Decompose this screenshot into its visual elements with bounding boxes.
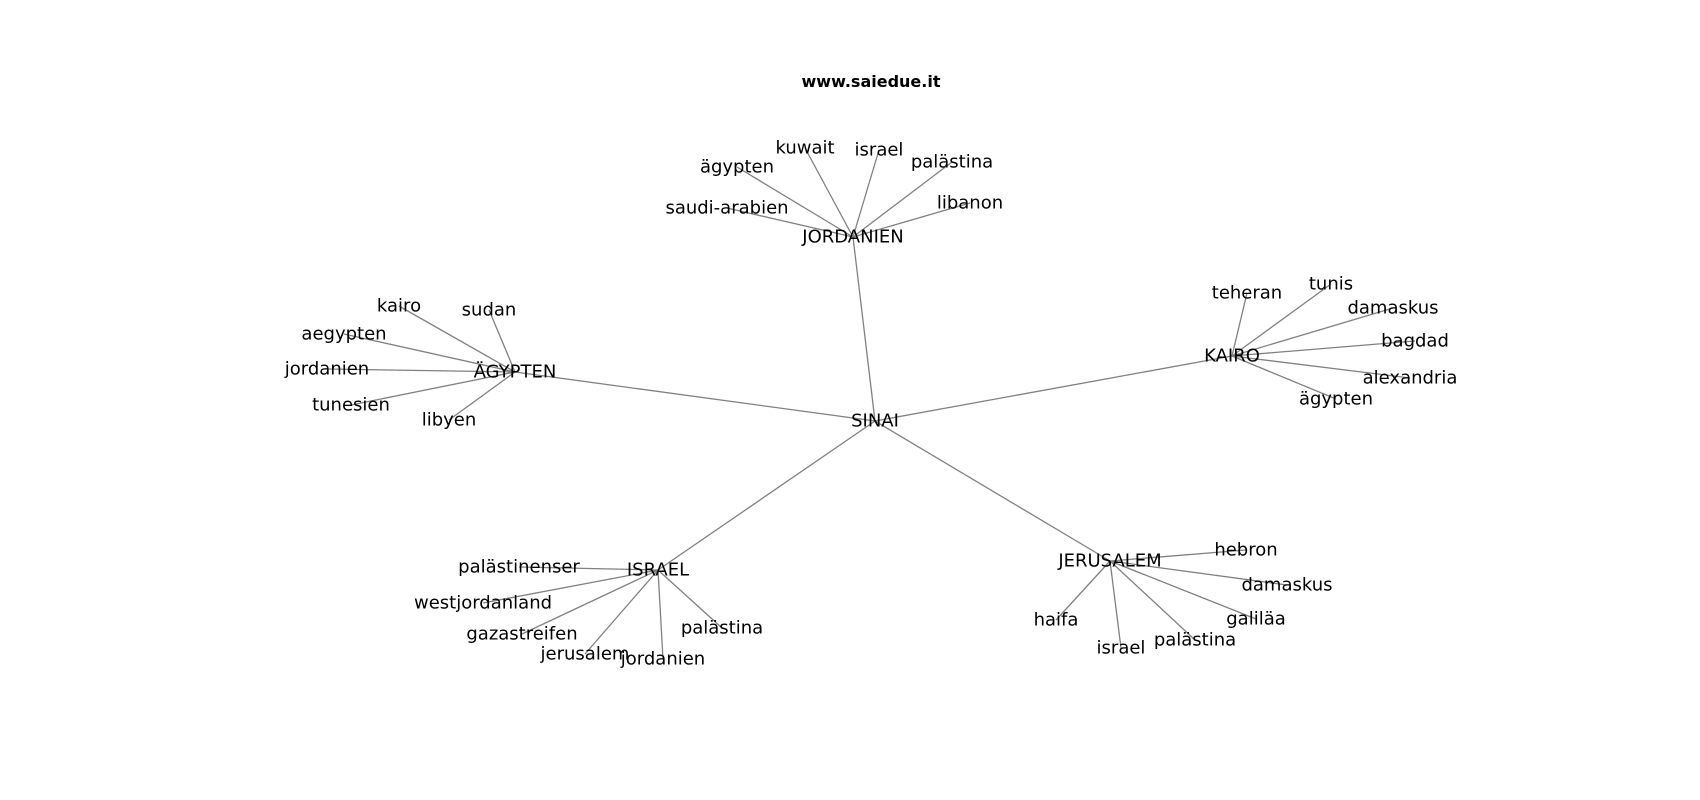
leaf-node-label: bagdad (1381, 331, 1449, 352)
leaf-node-label: jordanien (620, 649, 705, 670)
graph-edges (326, 147, 1416, 660)
edge-center-aegypten (514, 371, 876, 422)
edge-israel-leaf (518, 566, 659, 571)
leaf-node-label: israel (1097, 638, 1146, 659)
leaf-node-label: damaskus (1347, 298, 1438, 319)
hub-node-label: JERUSALEM (1057, 551, 1161, 572)
graph-labels: SINAI JORDANIEN kuwait israel palästina ägypt… (284, 138, 1458, 670)
edge-kairo-leaf (1231, 292, 1248, 357)
edge-jordanien-leaf (804, 147, 854, 238)
leaf-node-label: palästina (1154, 630, 1236, 651)
leaf-node-label: libyen (422, 410, 477, 431)
leaf-node-label: haifa (1034, 610, 1079, 631)
edge-jordanien-leaf (726, 207, 854, 238)
edge-aegypten-leaf (343, 333, 516, 373)
leaf-node-label: ägypten (1299, 389, 1373, 410)
edge-israel-leaf (521, 569, 659, 635)
edge-jerusalem-leaf (1109, 560, 1122, 649)
edge-kairo-leaf (1231, 355, 1337, 400)
edge-kairo-leaf (1231, 355, 1411, 379)
leaf-node-label: westjordanland (414, 593, 552, 614)
leaf-node-label: damaskus (1241, 575, 1332, 596)
leaf-node-label: alexandria (1363, 368, 1458, 389)
leaf-node-label: israel (855, 140, 904, 161)
edge-aegypten-leaf (350, 371, 516, 406)
edge-israel-leaf (657, 569, 723, 629)
hub-node-label: JORDANIEN (801, 227, 903, 248)
edge-jordanien-leaf (852, 149, 880, 238)
edge-jerusalem-leaf (1109, 549, 1247, 562)
edge-aegypten-leaf (326, 368, 516, 373)
leaf-node-label: tunis (1309, 274, 1353, 295)
edge-jerusalem-leaf (1109, 560, 1196, 641)
edge-jerusalem-leaf (1109, 560, 1288, 586)
hub-node-label: ISRAEL (627, 560, 689, 581)
leaf-node-label: libanon (937, 193, 1003, 214)
edge-jordanien-leaf (852, 161, 953, 238)
edge-israel-leaf (657, 569, 664, 660)
leaf-node-label: gazastreifen (466, 624, 577, 645)
leaf-node-label: aegypten (301, 324, 386, 345)
leaf-node-label: galiläa (1226, 609, 1286, 630)
leaf-node-label: kuwait (775, 138, 834, 159)
edge-center-israel (657, 420, 876, 571)
site-title: www.saiedue.it (801, 72, 941, 91)
leaf-node-label: sudan (462, 300, 517, 321)
edge-jerusalem-leaf (1055, 560, 1111, 621)
leaf-node-label: teheran (1212, 283, 1282, 304)
edge-israel-leaf (584, 569, 659, 655)
leaf-node-label: tunesien (312, 395, 390, 416)
center-node-label: SINAI (851, 411, 899, 432)
edge-aegypten-leaf (488, 309, 516, 373)
leaf-node-label: ägypten (700, 157, 774, 178)
edge-kairo-leaf (1231, 307, 1394, 357)
edge-jerusalem-leaf (1109, 560, 1257, 620)
leaf-node-label: hebron (1214, 540, 1277, 561)
leaf-node-label: saudi-arabien (665, 198, 788, 219)
leaf-node-label: palästinenser (458, 557, 580, 578)
edge-center-kairo (874, 355, 1233, 422)
leaf-node-label: kairo (377, 296, 421, 317)
leaf-node-label: jerusalem (540, 644, 630, 665)
edge-jordanien-leaf (736, 166, 854, 238)
hub-node-label: ÄGYPTEN (474, 362, 557, 383)
edge-aegypten-leaf (398, 305, 516, 373)
leaf-node-label: palästina (681, 618, 763, 639)
edge-center-jordanien (852, 236, 876, 422)
edge-aegypten-leaf (448, 371, 516, 421)
hub-node-label: KAIRO (1204, 346, 1260, 367)
leaf-node-label: palästina (911, 152, 993, 173)
edge-israel-leaf (482, 569, 659, 604)
edge-kairo-leaf (1231, 340, 1416, 357)
edge-kairo-leaf (1231, 283, 1332, 357)
edge-jordanien-leaf (852, 202, 971, 238)
edge-center-jerusalem (874, 420, 1111, 562)
leaf-node-label: jordanien (284, 359, 369, 380)
